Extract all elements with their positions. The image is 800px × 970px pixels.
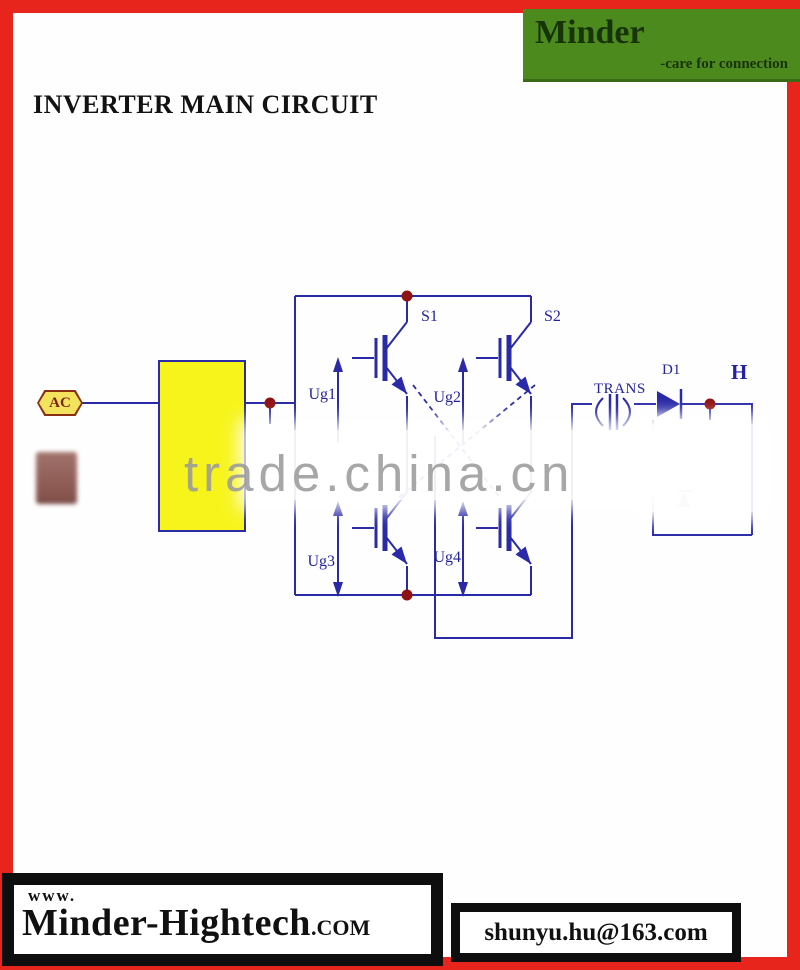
label-trans: TRANS [594,381,646,397]
watermark-white-band [249,430,667,500]
ac-input-badge: AC [37,390,83,416]
label-d1: D1 [662,362,681,378]
website-banner: www. Minder-Hightech.COM [2,873,443,966]
label-s1: S1 [421,308,438,325]
label-ug3: Ug3 [307,553,335,570]
watermark-white-blob [642,424,762,512]
ac-label: AC [49,394,71,411]
label-ug1: Ug1 [308,386,336,403]
ac-badge-fill: AC [39,392,81,414]
page-title: INVERTER MAIN CIRCUIT [33,90,378,119]
label-h: H [731,360,748,384]
label-ug4: Ug4 [433,549,461,566]
website-name: Minder-Hightech [22,902,311,944]
website-prefix: www. [28,886,77,905]
watermark-maroon-blob [36,452,77,504]
watermark-text: trade.china.cn [184,445,575,502]
label-ug2: Ug2 [433,389,461,406]
rectifier-block [158,360,246,532]
brand-logo-box: Minder -care for connection [523,9,800,82]
label-s2: S2 [544,308,561,325]
website-tld: .COM [310,915,371,940]
email-address: shunyu.hu@163.com [484,918,708,946]
email-banner: shunyu.hu@163.com [451,903,741,962]
brand-tagline: -care for connection [660,56,788,72]
website-url: Minder-Hightech.COM [22,901,370,945]
brand-name: Minder [535,14,645,51]
